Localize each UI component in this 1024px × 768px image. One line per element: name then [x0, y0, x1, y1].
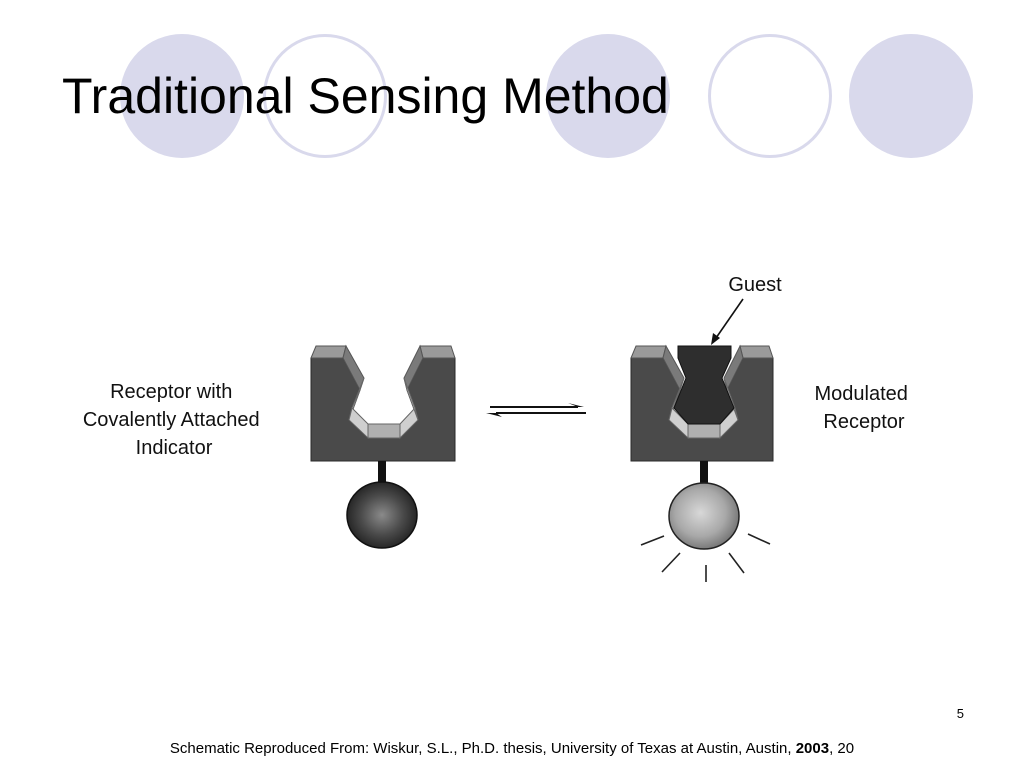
guest-molecule [673, 345, 735, 425]
free-receptor [310, 344, 456, 462]
equilibrium-arrows [486, 403, 586, 417]
right-label-line-1: Modulated [815, 383, 908, 405]
modulated-receptor [630, 344, 774, 462]
page-number: 5 [956, 706, 964, 721]
decor-circle-3 [546, 34, 670, 158]
guest-label: Guest [728, 274, 782, 296]
citation-year: 2003 [795, 740, 830, 757]
dark-indicator [346, 481, 418, 549]
right-label-line-2: Receptor [823, 411, 904, 433]
left-label: Receptor with Covalently Attached Indica… [83, 381, 265, 459]
lit-indicator [668, 482, 740, 550]
free-receptor-body [310, 357, 456, 462]
free-indicator-linker [378, 461, 386, 487]
decor-circle-4 [708, 34, 832, 158]
glow-rays [640, 533, 771, 582]
citation-prefix: Schematic Reproduced From: Wiskur, S.L.,… [169, 740, 796, 757]
left-label-line-2: Covalently Attached [83, 409, 260, 431]
guest-pointer-arrow [711, 298, 744, 345]
slide-title: Traditional Sensing Method [62, 68, 669, 124]
decor-circle-2 [263, 34, 387, 158]
citation-suffix: , 20 [829, 740, 855, 757]
decor-circle-5 [849, 34, 973, 158]
decor-circle-1 [120, 34, 244, 158]
citation: Schematic Reproduced From: Wiskur, S.L.,… [0, 740, 1024, 757]
left-label-line-3: Indicator [136, 437, 213, 459]
left-label-line-1: Receptor with [110, 381, 232, 403]
bound-indicator-linker [700, 461, 708, 487]
right-label: Modulated Receptor [815, 383, 914, 433]
